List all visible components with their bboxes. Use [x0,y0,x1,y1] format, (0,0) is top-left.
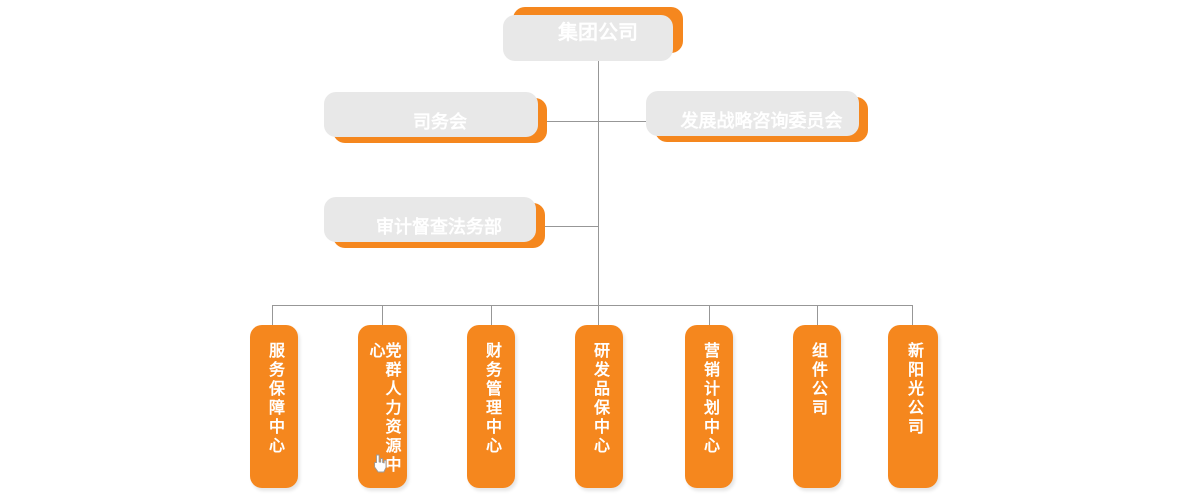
connector-stub-4 [598,305,599,325]
node-audit-legal-department[interactable]: 审计督查法务部 [333,203,545,248]
node-party-hr-center-label: 党群人力资源中心 [366,342,400,475]
node-development-strategy-committee-label: 发展战略咨询委员会 [680,110,843,131]
connector-stub-5 [709,305,710,325]
node-component-company-label: 组件公司 [809,342,826,418]
connector-stub-7 [912,305,913,325]
node-service-support-center[interactable]: 服务保障中心 [250,325,298,488]
node-service-support-center-label: 服务保障中心 [266,342,283,456]
node-party-hr-center[interactable]: 党群人力资源中心 [358,325,407,488]
connector-row3-horizontal [545,226,599,227]
node-company-affairs-council-label: 司务会 [413,111,467,132]
node-new-sunshine-company-label: 新阳光公司 [905,342,922,437]
connector-bottom-distribution [272,305,913,306]
node-group-company[interactable]: 集团公司 [513,7,683,53]
connector-stub-1 [272,305,273,325]
node-rd-quality-center-label: 研发品保中心 [591,342,608,456]
node-new-sunshine-company[interactable]: 新阳光公司 [888,325,938,488]
node-company-affairs-council[interactable]: 司务会 [333,98,547,143]
node-audit-legal-department-label: 审计督查法务部 [376,216,502,237]
node-marketing-planning-center-label: 营销计划中心 [701,342,718,456]
node-finance-management-center-label: 财务管理中心 [483,342,500,456]
node-group-company-label: 集团公司 [558,21,638,44]
node-component-company[interactable]: 组件公司 [793,325,841,488]
node-finance-management-center[interactable]: 财务管理中心 [467,325,515,488]
connector-stub-2 [382,305,383,325]
node-rd-quality-center[interactable]: 研发品保中心 [575,325,623,488]
connector-trunk-vertical [598,53,599,305]
node-marketing-planning-center[interactable]: 营销计划中心 [685,325,733,488]
connector-stub-6 [817,305,818,325]
connector-row2-horizontal [547,121,655,122]
connector-stub-3 [491,305,492,325]
node-development-strategy-committee[interactable]: 发展战略咨询委员会 [655,97,868,142]
